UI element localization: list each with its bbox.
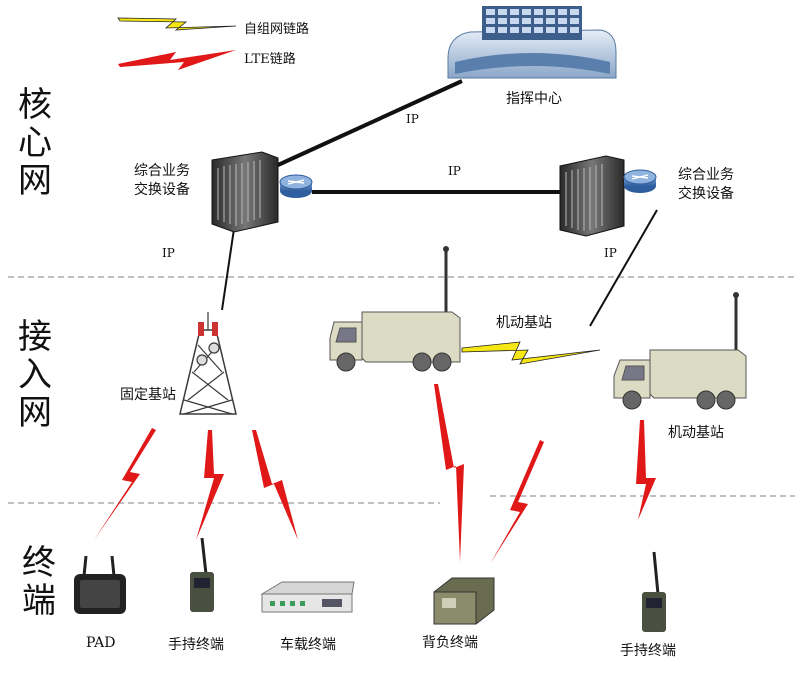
ip-label-top: IP <box>406 112 419 126</box>
lte-links <box>94 384 656 564</box>
lte-bolt-handheld-left <box>196 430 224 540</box>
vehicle-terminal-icon <box>260 581 355 613</box>
mobile-station-top-label: 机动基站 <box>496 315 552 331</box>
legend-adhoc-bolt <box>117 17 237 31</box>
terminal-handheld-right-label: 手持终端 <box>620 643 676 659</box>
handheld-right-icon <box>642 551 666 632</box>
legend-lte-label: LTE链路 <box>244 52 296 67</box>
ip-label-left: IP <box>162 246 175 260</box>
terminal-vehicle-label: 车载终端 <box>280 637 336 653</box>
mobile-station-right-label: 机动基站 <box>668 425 724 441</box>
switch-right-icon <box>559 155 657 237</box>
layer-access-label: 接入网 <box>18 317 52 433</box>
lte-bolt-vehicle <box>252 430 298 540</box>
legend-adhoc-label: 自组网链路 <box>244 22 310 37</box>
handheld-left-icon <box>190 537 214 612</box>
lte-bolt-backpack-b <box>490 440 544 564</box>
link-cmd-switch <box>277 79 463 167</box>
terminal-pad-label: PAD <box>86 635 116 651</box>
lte-bolt-pad <box>94 428 156 540</box>
switch-right-label: 综合业务交换设备 <box>678 167 734 202</box>
link-switch-mobile <box>589 209 658 327</box>
terminal-backpack-label: 背负终端 <box>422 635 478 651</box>
lte-bolt-backpack-a <box>434 384 464 562</box>
backpack-terminal-icon <box>433 577 495 625</box>
tower-icon <box>179 312 237 415</box>
lte-bolt-handheld-right <box>636 420 656 520</box>
terminal-handheld-left-label: 手持终端 <box>168 637 224 653</box>
ip-label-right: IP <box>604 246 617 260</box>
switch-left-icon <box>211 151 313 233</box>
legend-lte-bolt <box>118 50 236 70</box>
adhoc-link-bolt <box>461 341 601 365</box>
switch-left-label: 综合业务交换设备 <box>134 163 190 198</box>
link-switch-fixed <box>221 221 236 311</box>
fixed-station-label: 固定基站 <box>120 387 176 403</box>
mobile-station-top-icon <box>329 246 461 372</box>
layer-terminal-label: 终端 <box>22 543 56 621</box>
ip-label-mid: IP <box>448 164 461 178</box>
command-center-icon <box>447 6 617 79</box>
pad-icon <box>74 555 126 614</box>
layer-core-label: 核心网 <box>18 85 52 201</box>
mobile-station-right-icon <box>613 292 747 410</box>
command-center-label: 指挥中心 <box>506 91 562 107</box>
